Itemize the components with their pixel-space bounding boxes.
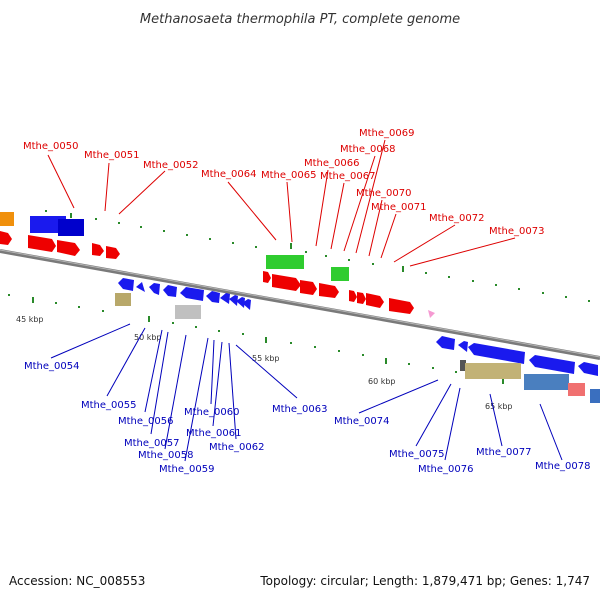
forward-genes [0, 231, 414, 314]
gene-khaki-2 [465, 363, 521, 379]
gene-green-2 [331, 267, 349, 281]
label-mthe-0064: Mthe_0064 [201, 169, 257, 180]
scale-label-55: 55 kbp [252, 354, 280, 363]
label-mthe-0056: Mthe_0056 [118, 416, 174, 427]
label-mthe-0050: Mthe_0050 [23, 141, 79, 152]
gene-steel-blue-2 [590, 389, 600, 403]
label-mthe-0058: Mthe_0058 [138, 450, 194, 461]
label-mthe-0067: Mthe_0067 [320, 171, 376, 182]
label-mthe-0069: Mthe_0069 [359, 128, 415, 139]
label-mthe-0061: Mthe_0061 [186, 428, 242, 439]
label-mthe-0075: Mthe_0075 [389, 449, 445, 460]
label-mthe-0051: Mthe_0051 [84, 150, 140, 161]
label-mthe-0063: Mthe_0063 [272, 404, 328, 415]
genome-backbone [0, 249, 600, 360]
label-mthe-0070: Mthe_0070 [356, 188, 412, 199]
genome-backbone-highlight [0, 249, 600, 358]
label-mthe-0076: Mthe_0076 [418, 464, 474, 475]
label-mthe-0078: Mthe_0078 [535, 461, 591, 472]
lower-features [115, 293, 600, 403]
scale-label-60: 60 kbp [368, 377, 396, 386]
genome-summary-text: Topology: circular; Length: 1,879,471 bp… [260, 574, 590, 588]
label-mthe-0052: Mthe_0052 [143, 160, 199, 171]
map-title: Methanosaeta thermophila PT, complete ge… [140, 12, 460, 27]
gene-orange [0, 212, 14, 226]
gene-dark [460, 360, 466, 371]
gene-salmon [568, 383, 585, 396]
label-mthe-0073: Mthe_0073 [489, 226, 545, 237]
label-mthe-0074: Mthe_0074 [334, 416, 390, 427]
scale-label-45: 45 kbp [16, 315, 44, 324]
gene-khaki-1 [115, 293, 131, 306]
label-mthe-0055: Mthe_0055 [81, 400, 137, 411]
accession-text: Accession: NC_008553 [9, 574, 146, 588]
gene-steel-blue [524, 374, 569, 390]
gene-green-1 [266, 255, 304, 269]
scale-label-65: 65 kbp [485, 402, 513, 411]
reverse-gene-labels: Mthe_0054 Mthe_0055 Mthe_0056 Mthe_0057 … [24, 361, 591, 475]
label-mthe-0071: Mthe_0071 [371, 202, 427, 213]
upper-tick-track [45, 210, 590, 302]
label-mthe-0062: Mthe_0062 [209, 442, 265, 453]
label-mthe-0057: Mthe_0057 [124, 438, 180, 449]
gene-gray [175, 305, 201, 319]
reverse-leader-lines [50, 323, 563, 462]
label-mthe-0060: Mthe_0060 [184, 407, 240, 418]
label-mthe-0059: Mthe_0059 [159, 464, 215, 475]
label-mthe-0072: Mthe_0072 [429, 213, 485, 224]
label-mthe-0068: Mthe_0068 [340, 144, 396, 155]
forward-gene-labels: Mthe_0050 Mthe_0051 Mthe_0052 Mthe_0064 … [23, 128, 545, 237]
label-mthe-0077: Mthe_0077 [476, 447, 532, 458]
gene-blue-upper-2 [58, 219, 84, 236]
label-mthe-0054: Mthe_0054 [24, 361, 80, 372]
label-mthe-0065: Mthe_0065 [261, 170, 317, 181]
gene-pink-marker [428, 310, 435, 318]
forward-leader-lines [47, 139, 516, 267]
label-mthe-0066: Mthe_0066 [304, 158, 360, 169]
scale-label-50: 50 kbp [134, 333, 162, 342]
upper-features [0, 212, 349, 281]
gene-blue-upper-1 [30, 216, 66, 233]
reverse-genes [118, 278, 598, 376]
